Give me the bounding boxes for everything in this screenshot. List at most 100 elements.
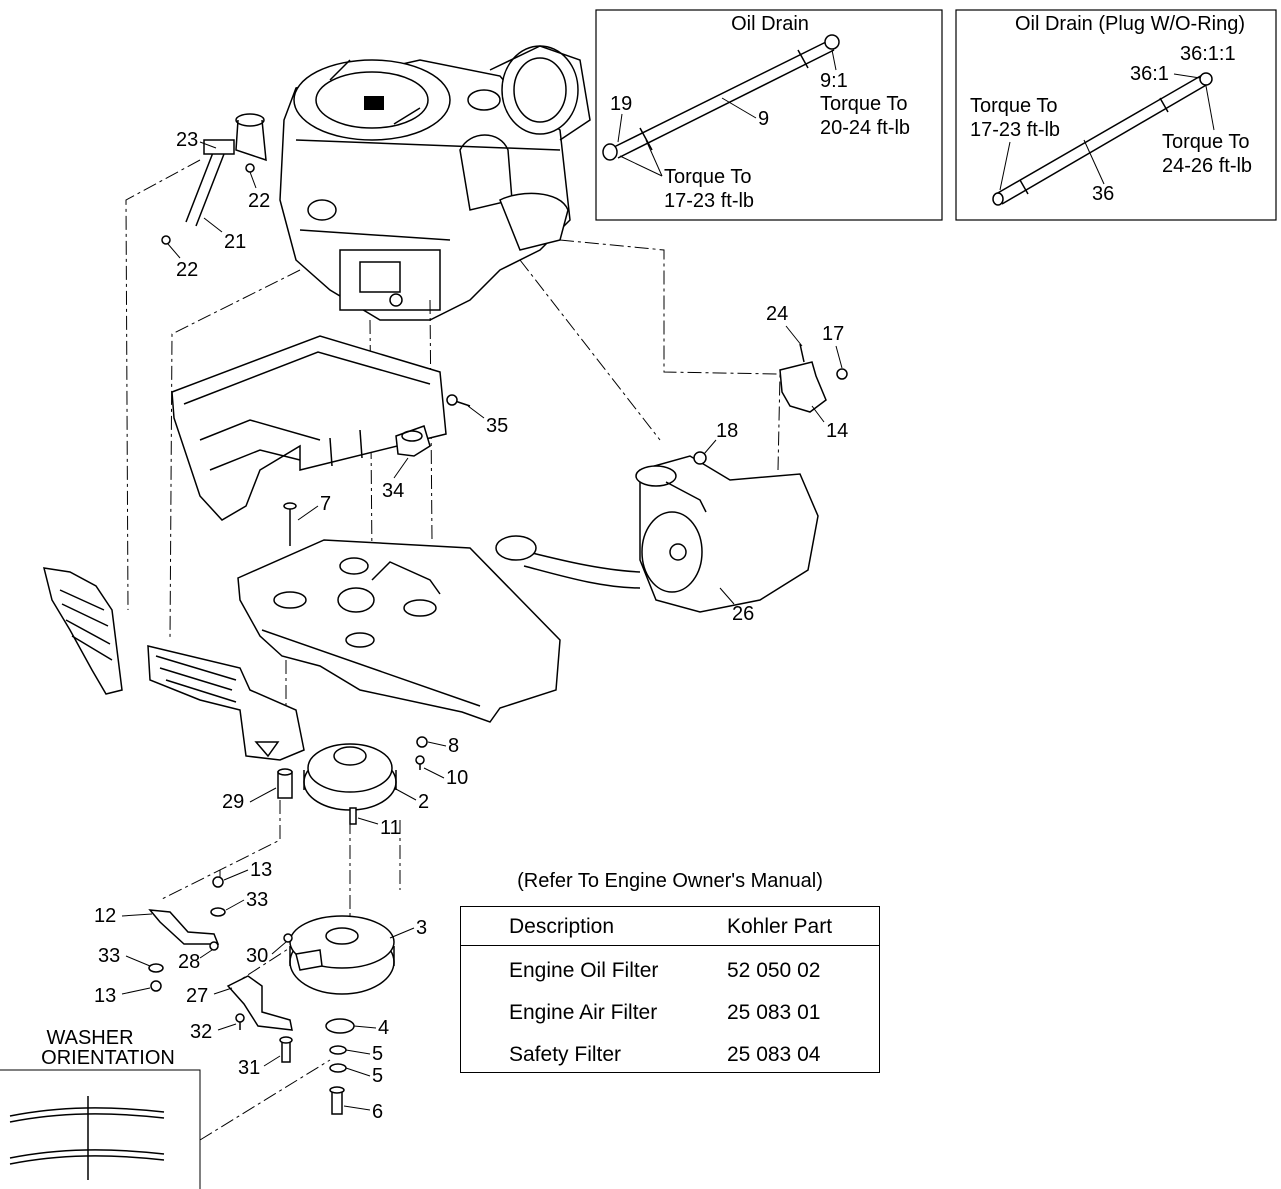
callout-18: 18	[716, 420, 738, 442]
oil-drain-torque-b-label: Torque To	[664, 166, 751, 188]
callout-21: 21	[224, 231, 246, 253]
engine-shield-bracket	[171, 335, 447, 521]
bolt-35	[446, 394, 471, 407]
clip-34	[395, 425, 431, 457]
header-rule	[461, 945, 879, 946]
callout-2: 2	[418, 791, 429, 813]
washer-33-upper	[210, 907, 226, 917]
breather-hose	[161, 139, 255, 245]
callout-11: 11	[380, 817, 401, 839]
oil-drain-torque-a-value: 20-24 ft-lb	[820, 117, 910, 139]
spacer-29	[277, 768, 293, 799]
engine	[235, 45, 591, 321]
oil-drain-plug-title: Oil Drain (Plug W/O-Ring)	[1015, 13, 1245, 35]
callout-12: 12	[94, 905, 116, 927]
right-side-shield	[147, 645, 305, 761]
callout-8: 8	[448, 735, 459, 757]
callout-36-1: 36:1	[1130, 63, 1169, 85]
washer-33-lower	[148, 963, 164, 973]
oil-drain-torque-a-label: Torque To	[820, 93, 907, 115]
bolt-31	[279, 1036, 293, 1063]
washer-note-line-2: ORIENTATION	[41, 1047, 175, 1069]
row-part: 25 083 04	[727, 1043, 821, 1066]
callout-13-upper: 13	[250, 859, 272, 881]
row-description: Engine Air Filter	[509, 1001, 658, 1024]
oil-drain-inset: Oil Drain 19 9 9:1 Torque To 20-24 ft-lb…	[595, 9, 943, 221]
bolt-10	[415, 755, 425, 770]
oil-drain-plug-torque-b-label: Torque To	[1162, 131, 1249, 153]
washer-note-line-1: WASHER	[46, 1027, 133, 1049]
nut-13-upper	[212, 876, 224, 888]
key-11	[349, 807, 357, 825]
clutch-bracket	[226, 975, 293, 1031]
callout-17: 17	[822, 323, 844, 345]
callout-24: 24	[766, 303, 788, 325]
bolt-30	[283, 933, 293, 943]
callout-30: 30	[246, 945, 268, 967]
table-row: Engine Air Filter 25 083 01	[461, 993, 879, 1035]
air-cleaner	[489, 45, 591, 141]
oil-drain-plug-inset: Oil Drain (Plug W/O-Ring) 36:1:1 36:1 To…	[955, 9, 1277, 221]
row-description: Safety Filter	[509, 1043, 622, 1066]
callout-4: 4	[378, 1017, 389, 1039]
oil-drain-hose	[602, 34, 840, 161]
pulley	[303, 743, 397, 811]
electric-clutch	[289, 915, 395, 995]
table-row: Safety Filter 25 083 04	[461, 1035, 879, 1077]
callout-23: 23	[176, 129, 198, 151]
oil-drain-title: Oil Drain	[731, 13, 809, 35]
header-description: Description	[509, 915, 615, 938]
callout-31: 31	[238, 1057, 260, 1079]
muffler	[495, 455, 819, 613]
callout-3: 3	[416, 917, 427, 939]
washer-28	[209, 941, 219, 951]
callout-36-1-1: 36:1:1	[1180, 43, 1236, 65]
oil-drain-torque-b-value: 17-23 ft-lb	[664, 190, 754, 212]
callout-22-lower: 22	[176, 259, 198, 281]
washer-5-upper	[329, 1045, 347, 1055]
nut-13-lower	[150, 980, 162, 992]
callout-34: 34	[382, 480, 404, 502]
filter-table-caption: (Refer To Engine Owner's Manual)	[517, 870, 823, 892]
callout-10: 10	[446, 767, 468, 789]
callout-19: 19	[610, 93, 632, 115]
callout-28: 28	[178, 951, 200, 973]
callout-33-lower: 33	[98, 945, 120, 967]
callout-33-upper: 33	[246, 889, 268, 911]
callout-6: 6	[372, 1101, 383, 1123]
callout-14: 14	[826, 420, 848, 442]
row-part: 52 050 02	[727, 959, 821, 982]
callout-32: 32	[190, 1021, 212, 1043]
bolt-32	[235, 1013, 245, 1030]
oil-drain-plug-torque-a-value: 17-23 ft-lb	[970, 119, 1060, 141]
callout-7: 7	[320, 493, 331, 515]
muffler-bracket	[779, 343, 848, 413]
callout-27: 27	[186, 985, 208, 1007]
callout-35: 35	[486, 415, 508, 437]
callout-9-1: 9:1	[820, 70, 848, 92]
washer-5-lower	[329, 1063, 347, 1073]
oil-drain-plug-torque-b-value: 24-26 ft-lb	[1162, 155, 1252, 177]
callout-26: 26	[732, 603, 754, 625]
callout-22-upper: 22	[248, 190, 270, 212]
left-side-shield	[42, 567, 123, 695]
oil-drain-plug-torque-a-label: Torque To	[970, 95, 1057, 117]
row-description: Engine Oil Filter	[509, 959, 659, 982]
callout-13-lower: 13	[94, 985, 116, 1007]
filter-table-header: Description Kohler Part	[461, 907, 879, 949]
washer-4	[325, 1018, 355, 1034]
oil-drain-plug-hose	[992, 72, 1213, 206]
callout-5-lower: 5	[372, 1065, 383, 1087]
row-part: 25 083 01	[727, 1001, 821, 1024]
washer-orientation-detail	[0, 1069, 201, 1189]
callout-5-upper: 5	[372, 1043, 383, 1065]
anti-rotation-bracket	[148, 909, 220, 945]
washer-8	[416, 736, 428, 748]
table-row: Engine Oil Filter 52 050 02	[461, 951, 879, 993]
callout-9: 9	[758, 108, 769, 130]
filter-table: Description Kohler Part Engine Oil Filte…	[460, 906, 880, 1073]
callout-36: 36	[1092, 183, 1114, 205]
engine-deck-plate	[237, 539, 561, 723]
bolt-7	[283, 502, 297, 546]
